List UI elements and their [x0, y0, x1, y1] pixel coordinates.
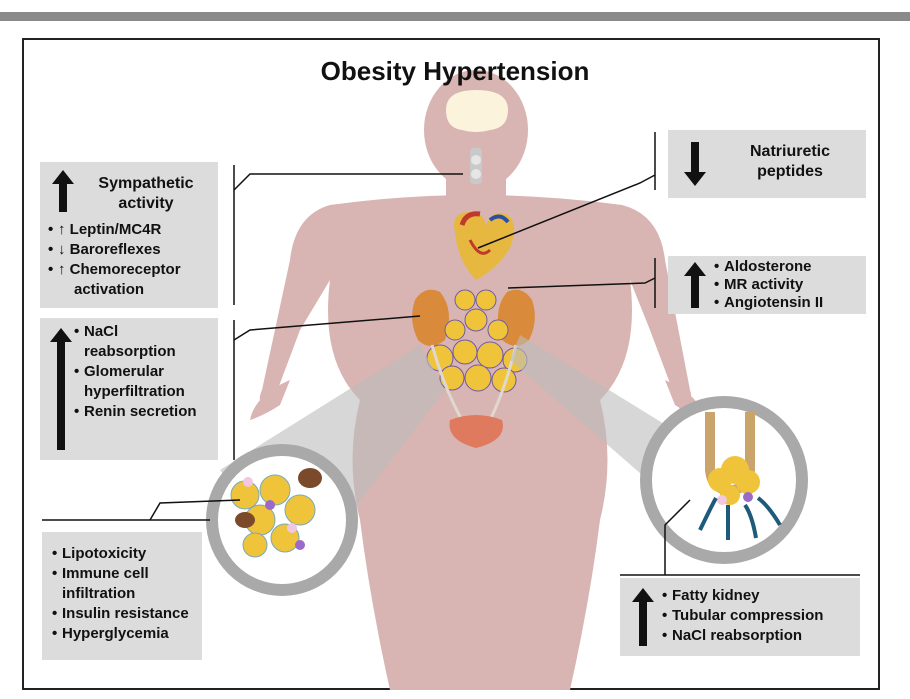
up-arrow-icon: [632, 588, 654, 646]
fatty-kidney-box: Fatty kidney Tubular compression NaCl re…: [620, 578, 860, 656]
sympathetic-heading-line2: activity: [76, 194, 216, 214]
renal-item-continuation: hyperfiltration: [74, 382, 216, 402]
adipose-item-continuation: infiltration: [52, 584, 202, 604]
sympathetic-item: ↑ Leptin/MC4R: [48, 220, 216, 240]
up-arrow-icon: [684, 262, 706, 308]
renal-item: Renin secretion: [74, 402, 216, 422]
renal-mechanisms-box: NaCl reabsorption Glomerular hyperfiltra…: [40, 318, 218, 460]
sympathetic-activity-box: Sympathetic activity ↑ Leptin/MC4R ↓ Bar…: [40, 162, 218, 308]
sympathetic-item: ↓ Baroreflexes: [48, 240, 216, 260]
fatty-kidney-item: Fatty kidney: [662, 586, 858, 606]
brain-icon: [446, 90, 508, 132]
adipose-item: Lipotoxicity: [52, 544, 202, 564]
adipose-item: Hyperglycemia: [52, 624, 202, 644]
aldosterone-item: Angiotensin II: [714, 294, 864, 312]
sympathetic-item: ↑ Chemoreceptor: [48, 260, 216, 280]
renal-item: Glomerular: [74, 362, 216, 382]
renal-item-continuation: reabsorption: [74, 342, 216, 362]
renal-item: NaCl: [74, 322, 216, 342]
up-arrow-icon: [50, 328, 72, 450]
diagram-title: Obesity Hypertension: [0, 56, 910, 87]
natriuretic-line2: peptides: [720, 162, 860, 182]
natriuretic-peptides-box: Natriuretic peptides: [668, 130, 866, 198]
natriuretic-line1: Natriuretic: [720, 142, 860, 162]
adipose-item: Immune cell: [52, 564, 202, 584]
adipose-item: Insulin resistance: [52, 604, 202, 624]
sympathetic-heading-line1: Sympathetic: [76, 174, 216, 194]
up-arrow-icon: [52, 170, 74, 212]
fatty-kidney-item: NaCl reabsorption: [662, 626, 858, 646]
aldosterone-box: Aldosterone MR activity Angiotensin II: [668, 256, 866, 314]
aldosterone-item: MR activity: [714, 276, 864, 294]
aldosterone-item: Aldosterone: [714, 258, 864, 276]
adipose-effects-box: Lipotoxicity Immune cell infiltration In…: [42, 532, 202, 660]
brainstem-icon: [470, 148, 482, 184]
sympathetic-item-continuation: activation: [48, 280, 216, 300]
fatty-kidney-item: Tubular compression: [662, 606, 858, 626]
down-arrow-icon: [684, 142, 706, 186]
